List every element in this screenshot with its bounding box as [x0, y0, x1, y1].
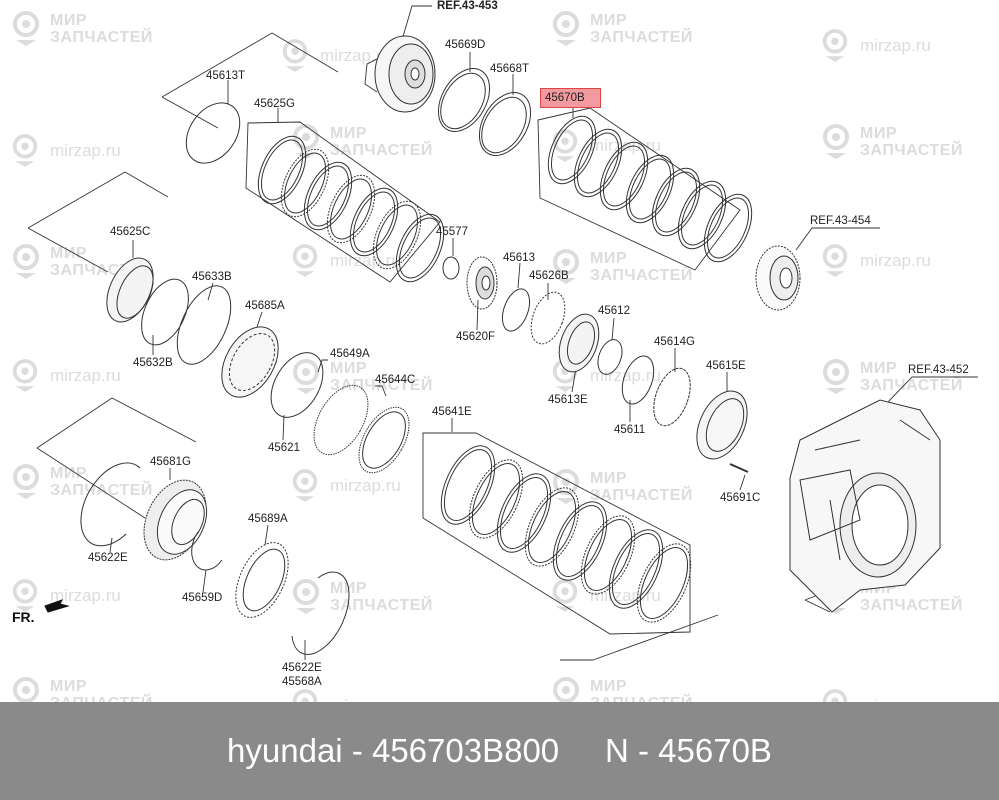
part-label[interactable]: 45620F	[456, 331, 496, 343]
transmission-housing	[789, 399, 941, 613]
part-label[interactable]: 45625C	[110, 226, 151, 238]
part-label[interactable]: 45614G	[654, 336, 695, 348]
part-label[interactable]: 45649A	[330, 348, 370, 360]
part-label[interactable]: 45622E	[282, 662, 322, 674]
part-label[interactable]: 45641E	[432, 406, 472, 418]
part-label[interactable]: 45612	[598, 305, 630, 317]
footer-part-info: hyundai - 456703B800 N - 45670B	[227, 732, 772, 769]
map-pin-wrench-icon	[553, 11, 579, 46]
part-label[interactable]: 45625G	[254, 98, 295, 110]
watermark-site: mirzap.ru	[820, 29, 931, 62]
watermark-site: mirzap.ru	[10, 134, 121, 167]
map-pin-wrench-icon	[553, 469, 579, 504]
part-label[interactable]: 45613E	[548, 394, 588, 406]
map-pin-wrench-icon	[12, 134, 38, 167]
watermark-site: mirzap.ru	[550, 579, 661, 612]
part-label[interactable]: 45626B	[529, 270, 569, 282]
part-label[interactable]: 45633B	[192, 271, 232, 283]
part-label[interactable]: 45659D	[182, 592, 223, 604]
watermark-site: mirzap.ru	[550, 129, 661, 162]
map-pin-wrench-icon	[282, 39, 308, 72]
watermark-site: mirzap.ru	[290, 469, 401, 502]
part-number-45670B: 45670B	[545, 92, 585, 104]
watermark-site: mirzap.ru	[820, 244, 931, 277]
map-pin-wrench-icon	[823, 124, 849, 159]
drum-45681G	[143, 479, 208, 561]
part-label[interactable]: 45615E	[706, 360, 746, 372]
piston-45613E	[558, 313, 600, 373]
map-pin-wrench-icon	[822, 244, 848, 277]
part-label[interactable]: 45568A	[282, 676, 322, 688]
gear-43-454	[755, 245, 801, 311]
exploded-parts-diagram	[27, 5, 978, 661]
arrow-left-icon	[44, 599, 70, 613]
part-label[interactable]: 45613	[503, 252, 535, 264]
watermark-site: mirzap.ru	[10, 359, 121, 392]
watermark-site: mirzap.ru	[280, 39, 391, 72]
retainer-45615E	[696, 390, 748, 460]
map-pin-wrench-icon	[12, 579, 38, 612]
map-pin-wrench-icon	[552, 129, 578, 162]
part-label[interactable]: 45611	[614, 424, 646, 436]
watermark-site: mirzap.ru	[10, 579, 121, 612]
spring-retainer-45685A	[221, 326, 279, 398]
part-label[interactable]: 45621	[268, 442, 300, 454]
map-pin-wrench-icon	[12, 359, 38, 392]
part-label[interactable]: 45622E	[88, 552, 128, 564]
map-pin-wrench-icon	[822, 29, 848, 62]
map-pin-wrench-icon	[13, 11, 39, 46]
map-pin-wrench-icon	[823, 359, 849, 394]
map-pin-wrench-icon	[553, 249, 579, 284]
snap-ring-45613T	[185, 102, 241, 164]
map-pin-wrench-icon	[13, 464, 39, 499]
highlighted-part-label[interactable]: 45670B	[540, 88, 601, 108]
map-pin-wrench-icon	[13, 244, 39, 279]
map-pin-wrench-icon	[292, 244, 318, 277]
part-label[interactable]: 45613T	[206, 70, 246, 82]
part-label[interactable]: 45668T	[490, 63, 530, 75]
map-pin-wrench-icon	[552, 579, 578, 612]
part-label[interactable]: 45689A	[248, 513, 288, 525]
part-label[interactable]: 45577	[436, 226, 468, 238]
clutch-plates-45670B	[547, 115, 753, 263]
clutch-pack-45625G	[257, 135, 445, 283]
part-label[interactable]: 45685A	[245, 300, 285, 312]
part-label[interactable]: 45681G	[150, 456, 191, 468]
map-pin-wrench-icon	[292, 469, 318, 502]
ref-43-452[interactable]: REF.43-452	[908, 364, 969, 376]
footer-bar: hyundai - 456703B800 N - 45670B	[0, 702, 999, 800]
oil-pump-assembly	[364, 35, 436, 113]
ref-43-454[interactable]: REF.43-454	[810, 215, 871, 227]
front-direction-label: FR.	[12, 609, 35, 625]
part-label[interactable]: 45632B	[133, 357, 173, 369]
drum-45625C	[106, 257, 154, 323]
part-label[interactable]: 45691C	[720, 492, 761, 504]
part-label[interactable]: 45669D	[445, 39, 486, 51]
map-pin-wrench-icon	[293, 359, 319, 394]
ref-43-453[interactable]: REF.43-453	[437, 0, 498, 12]
map-pin-wrench-icon	[293, 579, 319, 614]
watermark-site: mirzap.ru	[290, 244, 401, 277]
part-label[interactable]: 45644C	[375, 374, 416, 386]
clutch-plates-45641E	[440, 445, 692, 623]
hub-45620F	[466, 256, 498, 310]
